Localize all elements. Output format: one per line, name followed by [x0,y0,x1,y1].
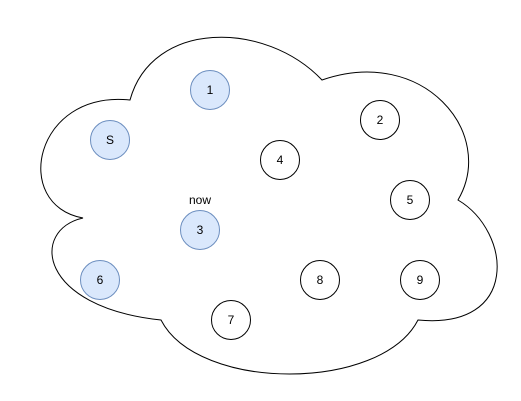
node-6-label: 6 [97,273,104,287]
node-3-circle [180,210,220,250]
node-5-label: 5 [407,193,414,207]
node-7-circle [211,300,251,340]
node-1-label: 1 [207,83,214,97]
node-3: 3 [180,210,220,250]
node-S-circle [90,120,130,160]
node-3-label: 3 [197,223,204,237]
node-8-label: 8 [317,273,324,287]
node-5-circle [390,180,430,220]
node-2-label: 2 [377,113,384,127]
node-S: S [90,120,130,160]
node-7-label: 7 [228,313,235,327]
node-1-circle [190,70,230,110]
node-7: 7 [211,300,251,340]
node-6-circle [80,260,120,300]
node-8-circle [300,260,340,300]
node-9: 9 [400,260,440,300]
node-5: 5 [390,180,430,220]
node-4-circle [260,140,300,180]
node-9-circle [400,260,440,300]
node-2: 2 [360,100,400,140]
now-annotation: now [189,193,211,207]
node-4: 4 [260,140,300,180]
node-9-label: 9 [417,273,424,287]
node-6: 6 [80,260,120,300]
node-1: 1 [190,70,230,110]
node-S-label: S [106,133,114,147]
node-8: 8 [300,260,340,300]
node-4-label: 4 [277,153,284,167]
node-2-circle [360,100,400,140]
